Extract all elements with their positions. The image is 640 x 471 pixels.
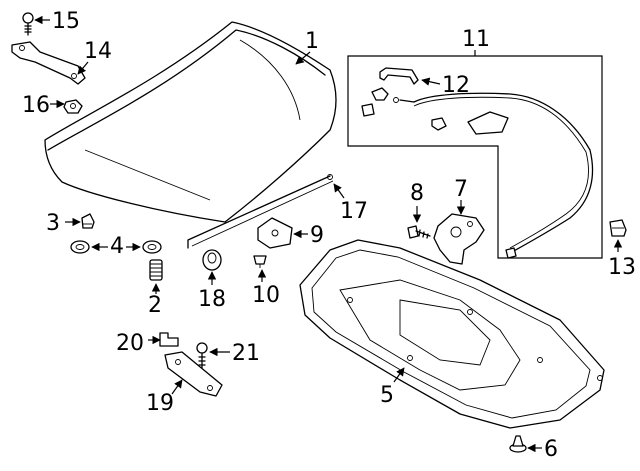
bracket-20 (159, 332, 179, 347)
callout-10: 10 (252, 283, 280, 308)
callout-14: 14 (84, 39, 112, 64)
hinge-14 (11, 41, 86, 85)
callout-16: 16 (22, 93, 50, 118)
clip-13 (609, 219, 627, 237)
clip-10 (253, 255, 267, 268)
rod-holder-9 (257, 217, 293, 249)
callout-19: 19 (146, 391, 174, 416)
bracket-19 (164, 351, 223, 397)
bumper-2 (149, 259, 163, 281)
latch-7 (433, 213, 485, 265)
bolt-21 (196, 342, 208, 369)
callout-4: 4 (110, 234, 124, 259)
callout-8: 8 (410, 181, 424, 206)
callout-20: 20 (116, 331, 144, 356)
leader-5 (393, 367, 405, 383)
leader-14 (77, 61, 89, 75)
grommet-18 (202, 249, 222, 271)
insulator-pad-5 (299, 239, 605, 429)
callout-13: 13 (608, 255, 636, 280)
bolt-8 (407, 225, 431, 239)
callout-6: 6 (544, 437, 558, 462)
hood-panel (44, 21, 337, 223)
push-clip-6 (509, 435, 527, 453)
leader-1 (295, 51, 311, 65)
support-rod-17 (187, 174, 334, 249)
callout-17: 17 (340, 199, 368, 224)
nut-16 (63, 99, 83, 114)
callout-21: 21 (232, 341, 260, 366)
callout-7: 7 (454, 177, 468, 202)
leader-12 (421, 77, 441, 86)
callout-9: 9 (310, 223, 324, 248)
callout-15: 15 (52, 9, 80, 34)
callout-1: 1 (305, 29, 319, 54)
leader-19 (171, 379, 183, 395)
leader-17 (333, 183, 345, 199)
bumper-3 (81, 213, 95, 229)
washers-4 (70, 240, 162, 254)
release-handle-12 (379, 67, 419, 85)
callout-11: 11 (462, 27, 490, 52)
cable-box-11 (347, 50, 603, 259)
callout-3: 3 (46, 211, 60, 236)
callout-2: 2 (148, 293, 162, 318)
cable-assembly (361, 87, 594, 259)
callout-18: 18 (198, 287, 226, 312)
bolt-15 (22, 12, 34, 36)
callout-5: 5 (380, 383, 394, 408)
